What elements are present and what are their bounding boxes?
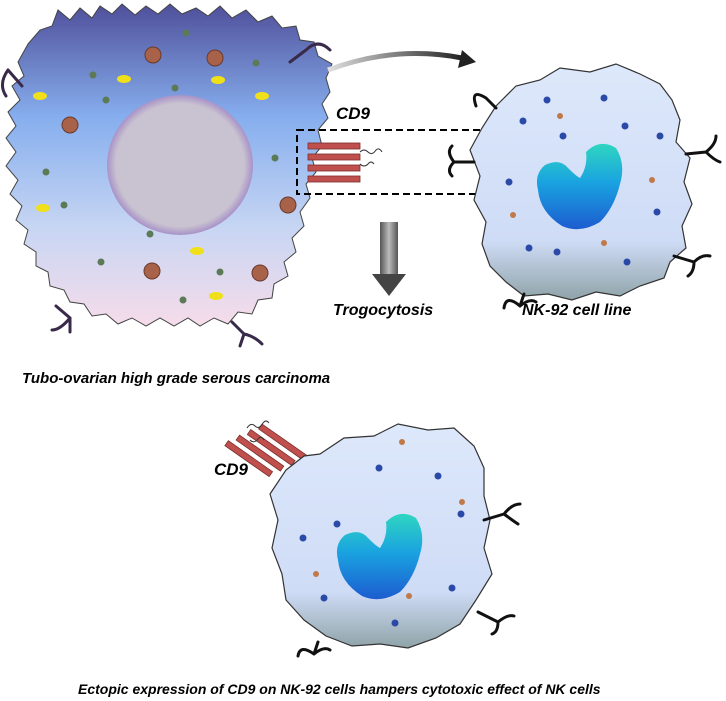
cd9-label-bottom: CD9 bbox=[214, 460, 248, 480]
cd9-label-top: CD9 bbox=[336, 104, 370, 124]
conclusion-caption: Ectopic expression of CD9 on NK-92 cells… bbox=[78, 681, 601, 697]
cd9-molecule-top bbox=[308, 143, 382, 182]
transfer-arrow bbox=[328, 50, 476, 70]
nk-cell-top bbox=[449, 64, 720, 308]
trogocytosis-label: Trogocytosis bbox=[333, 302, 433, 320]
nk-cell-bottom bbox=[270, 424, 520, 656]
tumor-nucleus bbox=[107, 95, 253, 235]
trogocytosis-arrow bbox=[372, 222, 406, 296]
tumor-label: Tubo-ovarian high grade serous carcinoma bbox=[22, 370, 330, 387]
nk92-cell-line-label: NK-92 cell line bbox=[522, 302, 631, 320]
tumor-cell bbox=[2, 4, 332, 346]
